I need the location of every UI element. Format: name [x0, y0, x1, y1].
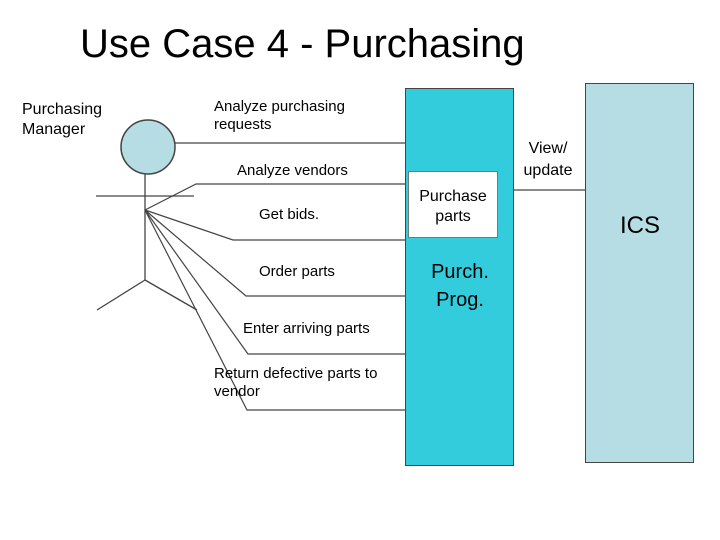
assoc-line-analyze-vendors	[144, 183, 405, 211]
actor-head	[120, 119, 176, 175]
purchase-parts-box: Purchase parts	[408, 171, 498, 238]
actor-label: Purchasing Manager	[22, 100, 102, 140]
view-update-label: View/ update	[523, 140, 573, 179]
purchase-parts-label: Purchase parts	[419, 187, 487, 225]
use-case-get-bids: Get bids.	[259, 206, 320, 223]
assoc-line-return-defective	[144, 209, 405, 411]
actor-label-text: Purchasing Manager	[22, 101, 103, 138]
assoc-line-enter-arriving	[144, 209, 405, 355]
use-case-analyze-vendors: Analyze vendors	[237, 162, 348, 179]
use-case-enter-arriving-parts: Enter arriving parts	[243, 320, 370, 337]
actor-leg-left	[96, 279, 146, 311]
use-case-order-parts: Order parts	[259, 263, 335, 280]
page-title: Use Case 4 - Purchasing	[80, 22, 525, 66]
ics-label: ICS	[619, 212, 660, 239]
purchasing-program-label: Purch. Prog.	[431, 261, 489, 311]
assoc-line-get-bids	[144, 209, 405, 241]
ics-box	[585, 83, 694, 463]
assoc-line-order-parts	[144, 209, 405, 297]
use-case-return-defective-parts: Return defective parts to vendor	[214, 365, 378, 400]
actor-leg-right	[144, 279, 198, 311]
purchasing-program-box	[405, 88, 514, 466]
use-case-analyze-purchasing-requests: Analyze purchasing requests	[214, 98, 345, 133]
